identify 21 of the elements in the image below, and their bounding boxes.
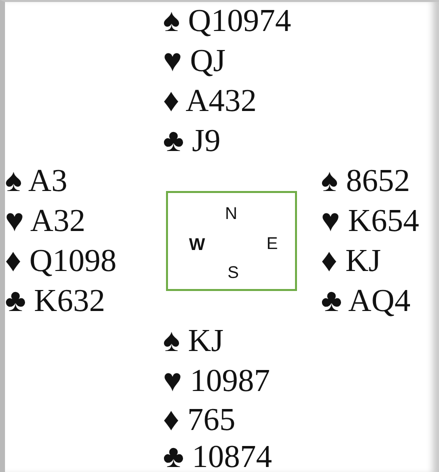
card-holding: ♣ K632	[5, 284, 106, 317]
card-holding: ♣ AQ4	[321, 284, 410, 317]
card-holding: ♥ A32	[5, 204, 86, 237]
card-holding: ♣ 10874	[163, 440, 272, 472]
card-holding: ♠ A3	[5, 164, 68, 197]
card-holding: ♦ Q1098	[5, 244, 116, 277]
card-holding: ♥ K654	[321, 204, 420, 237]
compass-box	[166, 191, 297, 291]
card-holding: ♦ A432	[163, 84, 257, 117]
card-holding: ♦ KJ	[321, 244, 381, 277]
card-holding: ♠ Q10974	[163, 4, 292, 37]
direction-label: W	[189, 236, 206, 254]
card-holding: ♦ 765	[163, 403, 236, 436]
direction-label: S	[228, 264, 239, 282]
card-holding: ♣ J9	[163, 124, 220, 157]
card-holding: ♥ QJ	[163, 44, 226, 77]
direction-label: N	[225, 205, 238, 223]
card-holding: ♠ 8652	[321, 164, 410, 197]
direction-label: E	[266, 235, 278, 253]
card-holding: ♠ KJ	[163, 324, 224, 357]
card-holding: ♥ 10987	[163, 364, 270, 397]
